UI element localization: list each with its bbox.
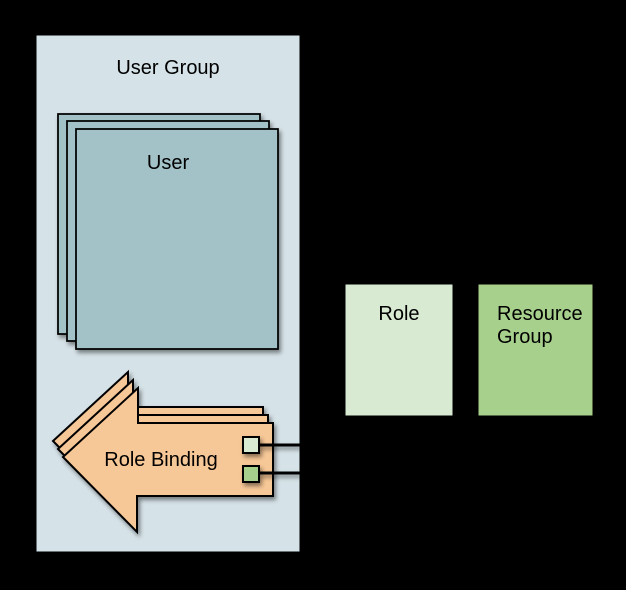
role-box	[344, 283, 454, 417]
role-binding-stack	[51, 369, 274, 535]
reference-squares	[242, 436, 260, 483]
user-group-label: User Group	[116, 57, 220, 79]
resource-group-ref-square	[242, 465, 260, 483]
user-card-front	[75, 128, 279, 350]
resource-group-box	[477, 283, 594, 417]
connector-lines	[259, 443, 300, 475]
role-label: Role	[378, 303, 420, 325]
role-binding-label: Role Binding	[104, 449, 218, 471]
role-binding-arrow-front	[61, 385, 274, 535]
resource-group-label: Resource Group	[497, 303, 583, 348]
user-stack	[57, 113, 279, 350]
role-ref-square	[242, 436, 260, 454]
user-label: User	[146, 152, 190, 174]
